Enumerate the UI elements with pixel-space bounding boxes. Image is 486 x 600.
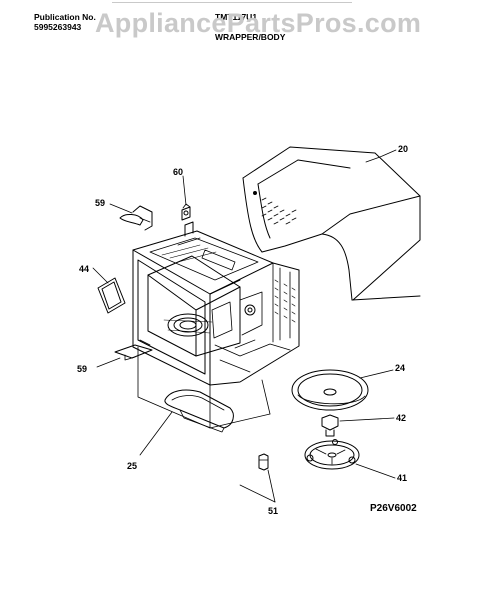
part-20-wrapper [242,146,421,301]
part-24-turntable [291,369,369,411]
callout-41: 41 [397,473,407,483]
model-number: TMT117U1 [215,12,258,22]
main-cavity-body [132,221,300,386]
part-25-drip-tray [164,389,234,433]
leader-lines [92,149,397,503]
callout-59-bottom: 59 [77,364,87,374]
callout-25: 25 [127,461,137,471]
figure-id: P26V6002 [370,503,417,514]
part-60-latch [181,203,191,221]
part-59-bottom-bracket [114,339,153,361]
section-title: WRAPPER/BODY [215,32,286,42]
callout-24: 24 [395,363,405,373]
base-outline [137,346,271,429]
callout-51: 51 [268,506,278,516]
publication-label: Publication No. [34,12,96,22]
part-51-foot [258,453,269,471]
part-41-roller-ring [304,439,360,470]
callout-60: 60 [173,167,183,177]
callout-20: 20 [398,144,408,154]
watermark-rule [112,2,352,3]
watermark: AppliancePartsPros.com [95,8,422,38]
callout-labels: 20 60 59 44 59 24 42 41 25 51 [77,144,408,516]
part-42-coupler [321,414,339,437]
part-44-seal [97,277,126,314]
part-59-top-bracket [119,205,153,231]
callout-44: 44 [79,264,89,274]
callout-42: 42 [396,413,406,423]
publication-number: 5995263943 [34,22,82,32]
callout-59-top: 59 [95,198,105,208]
